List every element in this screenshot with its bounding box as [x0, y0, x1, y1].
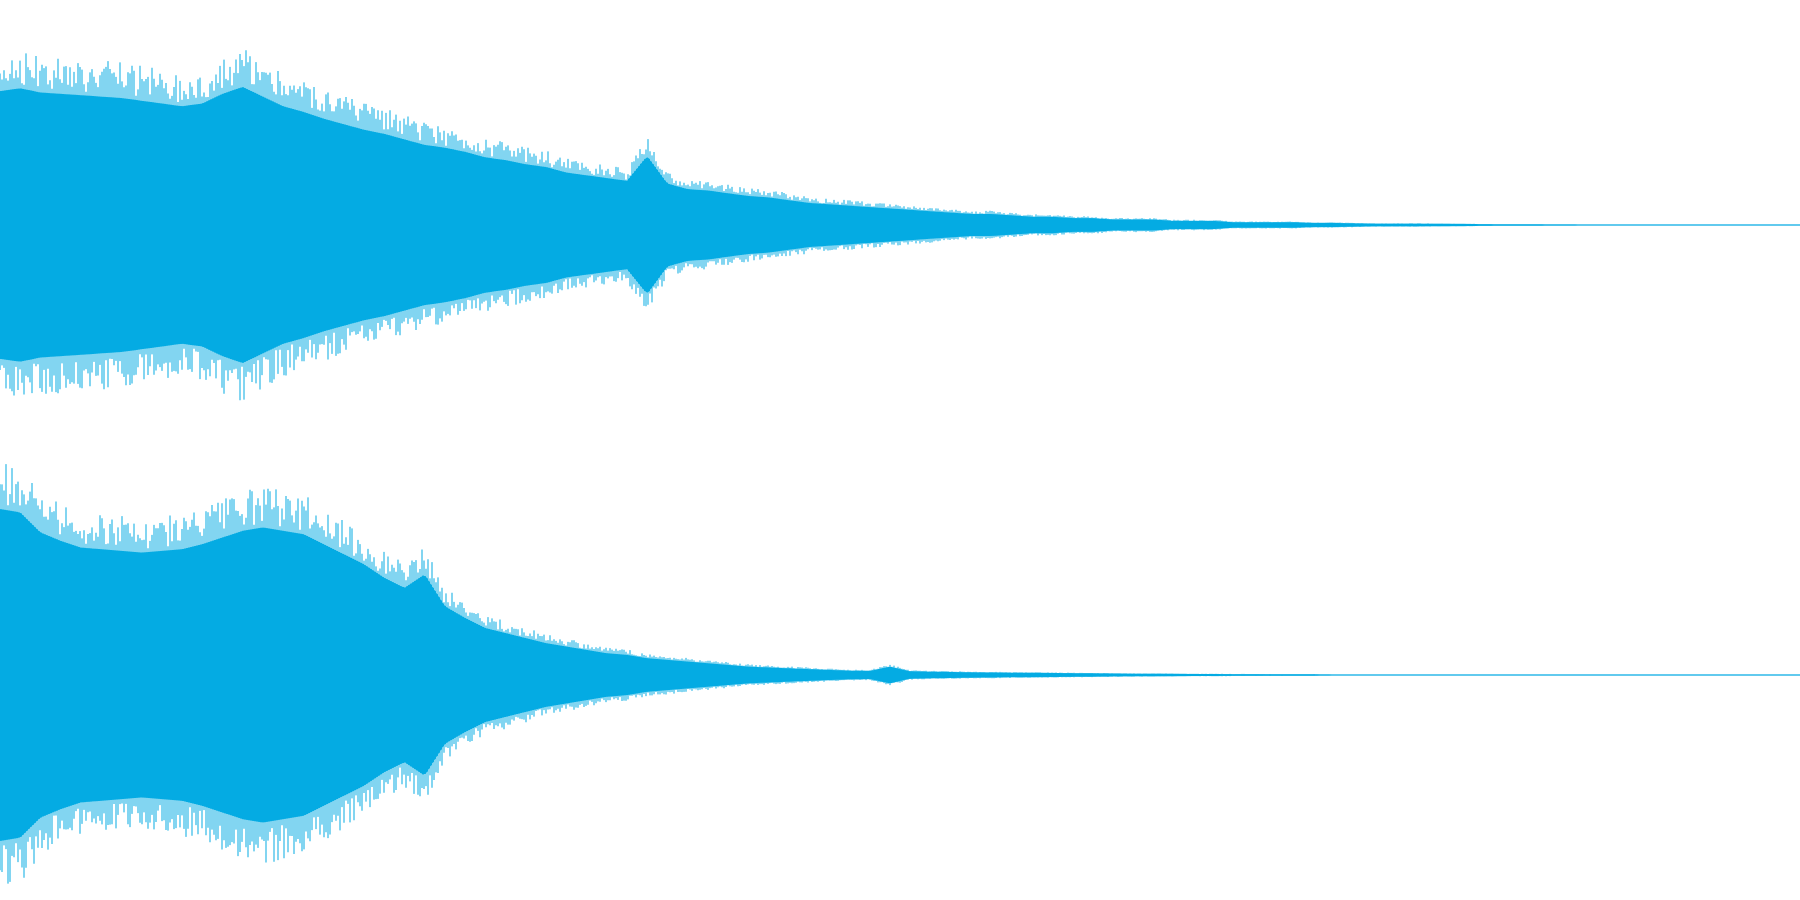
channel-1-waveform — [0, 50, 1800, 401]
channel-2-waveform — [0, 464, 1800, 884]
